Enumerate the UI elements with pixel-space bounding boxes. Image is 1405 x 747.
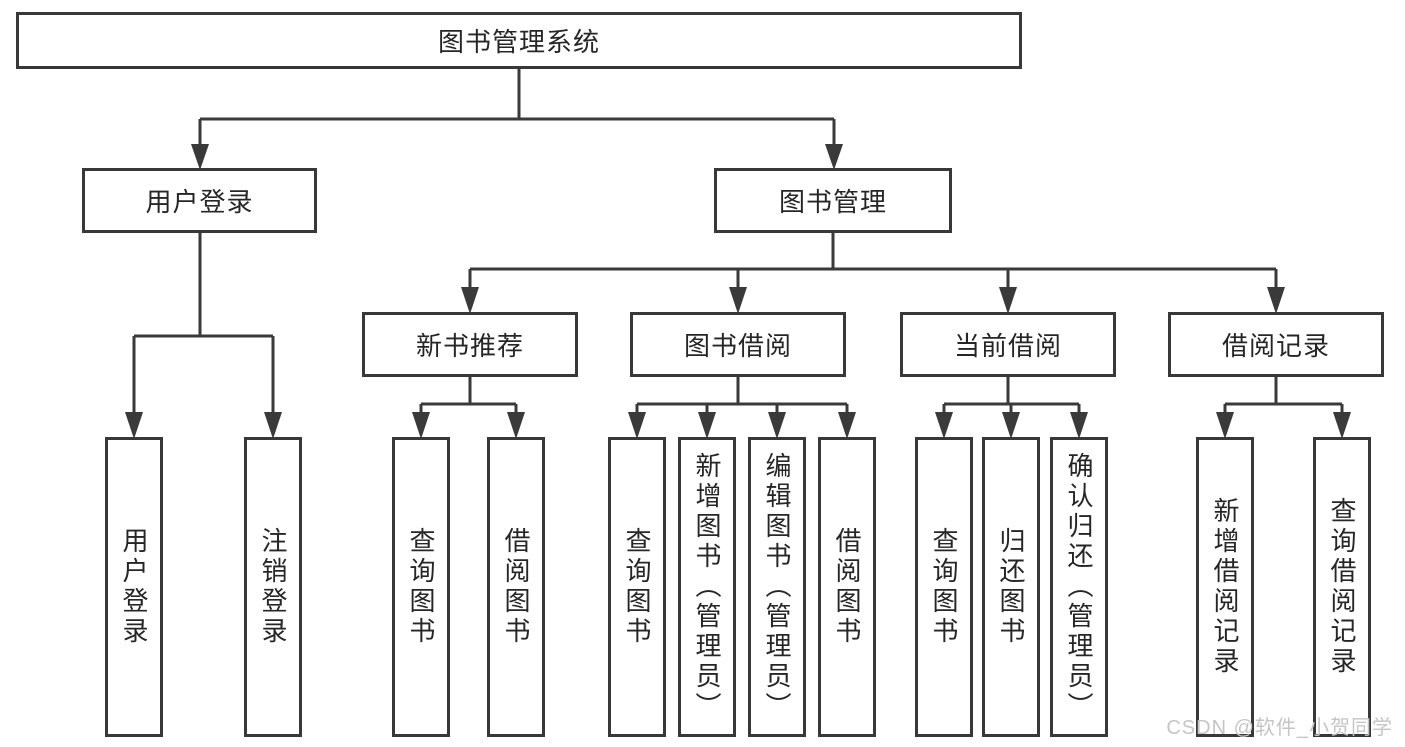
leaf-recommend-borrow-book: 借阅图书	[487, 437, 545, 737]
leaf-borrow-query-book-label: 查询图书	[622, 527, 652, 647]
arrowhead	[999, 287, 1017, 314]
connector-root-to-level2	[191, 69, 843, 170]
leaf-logout: 注销登录	[244, 437, 302, 737]
node-root-system: 图书管理系统	[16, 12, 1022, 69]
arrowhead	[461, 287, 479, 314]
leaf-records-query-record-label: 查询借阅记录	[1327, 497, 1357, 677]
node-book-management: 图书管理	[714, 168, 952, 233]
wire	[419, 377, 518, 414]
arrowhead	[698, 412, 716, 439]
leaf-records-add-record: 新增借阅记录	[1196, 437, 1254, 737]
arrowhead	[1070, 412, 1088, 439]
connector-recommend-to-leaves	[412, 377, 525, 439]
arrowhead	[1002, 412, 1020, 439]
wire	[132, 233, 275, 414]
leaf-records-add-record-label: 新增借阅记录	[1210, 497, 1240, 677]
connector-login-to-leaves	[125, 233, 282, 439]
arrowhead	[1267, 287, 1285, 314]
node-book-borrow-label: 图书借阅	[683, 331, 792, 361]
leaf-current-confirm-return-admin: 确认归还（管理员）	[1050, 437, 1108, 737]
leaf-recommend-borrow-book-label: 借阅图书	[501, 527, 531, 647]
leaf-borrow-add-book-admin-label: 新增图书（管理员）	[692, 452, 722, 722]
arrowhead	[768, 412, 786, 439]
leaf-recommend-query-book: 查询图书	[392, 437, 450, 737]
wire	[1223, 377, 1344, 414]
arrowhead	[125, 412, 143, 439]
arrowhead	[1333, 412, 1351, 439]
leaf-recommend-query-book-label: 查询图书	[406, 527, 436, 647]
leaf-current-query-book-label: 查询图书	[929, 527, 959, 647]
arrowhead	[935, 412, 953, 439]
leaf-user-login-label: 用户登录	[119, 527, 149, 647]
arrowhead	[507, 412, 525, 439]
node-user-login-label: 用户登录	[145, 187, 254, 217]
leaf-current-return-book-label: 归还图书	[996, 527, 1026, 647]
arrowhead	[264, 412, 282, 439]
csdn-watermark: CSDN @软件_小贺同学	[1166, 717, 1393, 739]
leaf-borrow-query-book: 查询图书	[608, 437, 666, 737]
node-new-book-recommend-label: 新书推荐	[415, 331, 524, 361]
arrowhead	[628, 412, 646, 439]
node-root-system-label: 图书管理系统	[437, 27, 600, 57]
connector-records-to-leaves	[1216, 377, 1351, 439]
leaf-borrow-borrow-book-label: 借阅图书	[832, 527, 862, 647]
leaf-logout-label: 注销登录	[258, 527, 288, 647]
leaf-borrow-edit-book-admin-label: 编辑图书（管理员）	[762, 452, 792, 722]
arrowhead	[191, 144, 209, 170]
node-borrow-records: 借阅记录	[1168, 312, 1384, 377]
leaf-borrow-add-book-admin: 新增图书（管理员）	[678, 437, 736, 737]
leaf-current-confirm-return-admin-label: 确认归还（管理员）	[1064, 452, 1094, 722]
node-user-login: 用户登录	[82, 168, 317, 233]
leaf-user-login: 用户登录	[105, 437, 163, 737]
arrowhead	[412, 412, 430, 439]
leaf-current-query-book: 查询图书	[915, 437, 973, 737]
wire	[468, 233, 1278, 289]
arrowhead	[729, 287, 747, 314]
node-current-borrow-label: 当前借阅	[953, 331, 1062, 361]
arrowhead	[825, 144, 843, 170]
node-new-book-recommend: 新书推荐	[362, 312, 578, 377]
wire	[198, 69, 836, 147]
wire	[942, 377, 1081, 414]
node-book-management-label: 图书管理	[778, 187, 887, 217]
arrowhead	[1216, 412, 1234, 439]
connector-management-to-level3	[461, 233, 1285, 314]
node-borrow-records-label: 借阅记录	[1221, 331, 1330, 361]
leaf-current-return-book: 归还图书	[982, 437, 1040, 737]
leaf-borrow-borrow-book: 借阅图书	[818, 437, 876, 737]
connector-current-to-leaves	[935, 377, 1088, 439]
arrowhead	[838, 412, 856, 439]
leaf-records-query-record: 查询借阅记录	[1313, 437, 1371, 737]
node-book-borrow: 图书借阅	[630, 312, 846, 377]
wire	[635, 377, 849, 414]
connector-borrow-to-leaves	[628, 377, 856, 439]
leaf-borrow-edit-book-admin: 编辑图书（管理员）	[748, 437, 806, 737]
node-current-borrow: 当前借阅	[900, 312, 1116, 377]
